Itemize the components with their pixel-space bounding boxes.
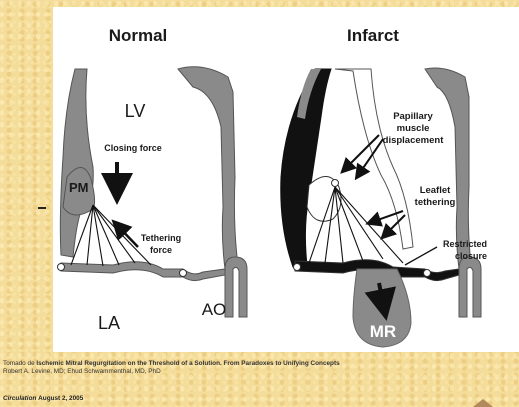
infarct-annulus-hinge-right [424, 270, 431, 277]
normal-pm-label: PM [69, 180, 89, 195]
journal-name: Circulation [3, 395, 36, 402]
citation-line-1: Tomado de Ischemic Mitral Regurgitation … [3, 360, 519, 368]
normal-closing-force-label: Closing force [104, 143, 162, 153]
citation-authors: Robert A. Levine, MD; Ehud Schwammenthal… [3, 368, 519, 376]
infarct-annulus-hinge-left [294, 264, 301, 271]
infarct-papillary-label-3: displacement [383, 135, 445, 146]
infarct-leaflet-label-2: tethering [415, 197, 456, 208]
infarct-heart: Papillary muscle displacement Leaflet te… [281, 68, 487, 347]
infarct-restricted-label-2: closure [455, 251, 487, 261]
infarct-leaflet-label-1: Leaflet [420, 185, 451, 196]
normal-tethering-label-2: force [150, 245, 172, 255]
normal-annulus [61, 262, 225, 281]
normal-heart: LV Closing force PM Tethering force LA A… [58, 67, 248, 333]
normal-tethering-arrow [115, 223, 138, 247]
citation-title: Ischemic Mitral Regurgitation on the Thr… [36, 360, 339, 367]
infarct-pm-tip [332, 180, 339, 187]
figure-panel: Normal Infarct [53, 7, 519, 352]
journal-date: August 2, 2005 [38, 395, 83, 402]
normal-ao-label: AO [202, 300, 227, 319]
infarct-restricted-pointer [405, 247, 437, 265]
normal-aortic-wall [178, 67, 238, 269]
infarct-title: Infarct [347, 26, 399, 45]
infarct-papillary-label-2: muscle [397, 123, 430, 134]
normal-ao-tube [225, 257, 247, 317]
normal-lv-label: LV [125, 101, 146, 121]
normal-lv-wall [60, 69, 93, 257]
normal-title: Normal [109, 26, 168, 45]
infarct-mr-label: MR [370, 322, 396, 341]
infarct-restricted-label-1: Restricted [443, 239, 487, 249]
mitral-regurgitation-diagram: Normal Infarct [53, 7, 519, 352]
infarct-papillary-label-1: Papillary [393, 111, 433, 122]
citation-prefix: Tomado de [3, 360, 36, 367]
slide-bullet-mark [38, 207, 46, 209]
normal-la-label: LA [98, 313, 120, 333]
normal-tethering-label-1: Tethering [141, 233, 181, 243]
normal-annulus-hinge-left [58, 264, 65, 271]
citation: Tomado de Ischemic Mitral Regurgitation … [3, 360, 519, 376]
infarct-ao-tube [459, 257, 481, 317]
normal-annulus-hinge-right [180, 270, 187, 277]
slide-nav-arrow-icon[interactable] [473, 399, 493, 407]
journal-reference: Circulation August 2, 2005 [3, 395, 83, 402]
